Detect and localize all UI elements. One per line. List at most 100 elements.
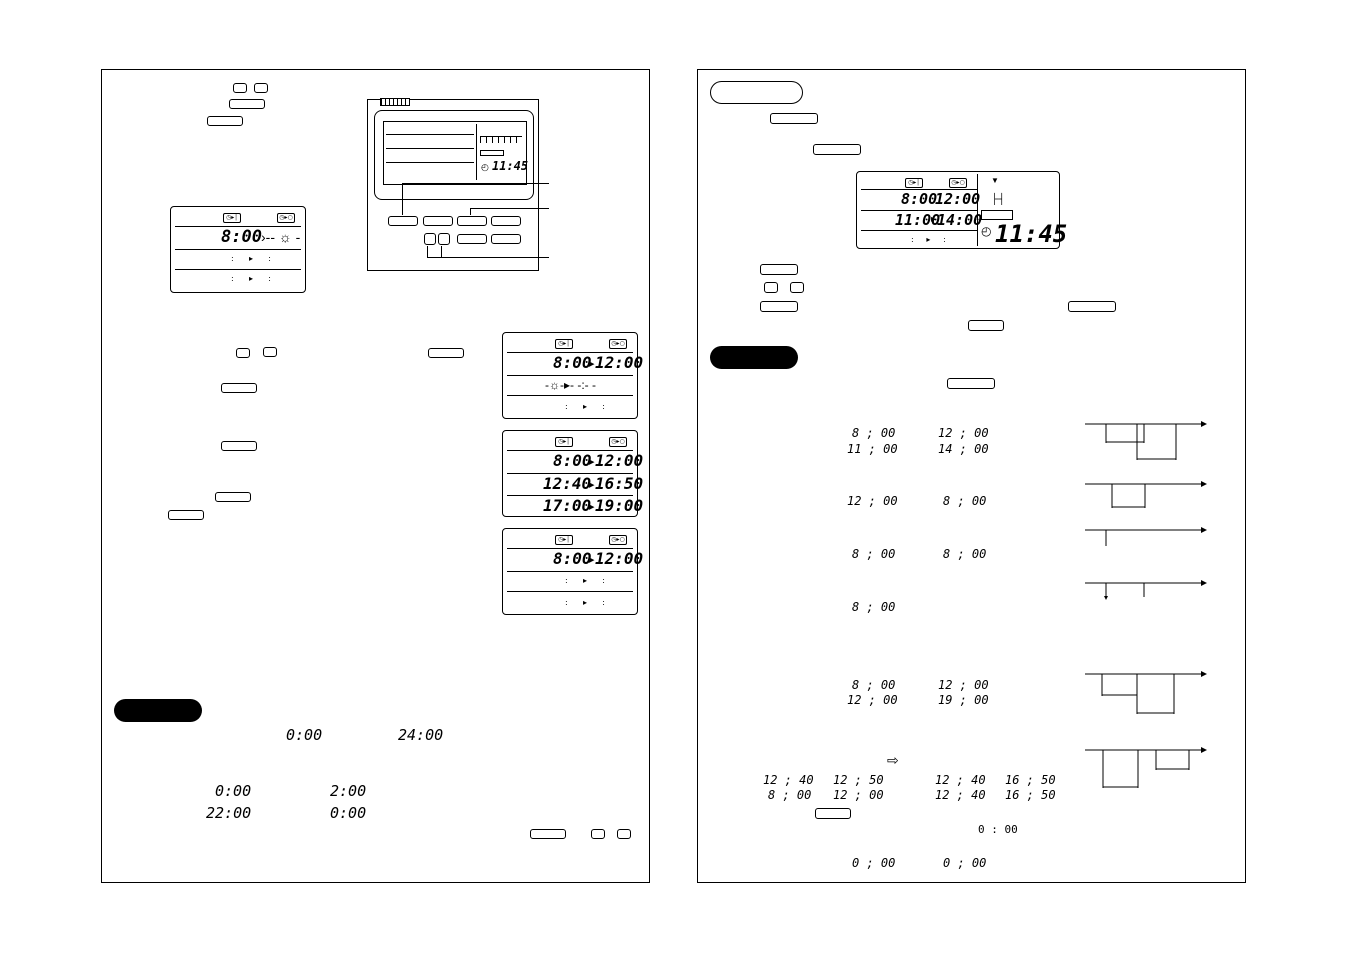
empty-row-3: : ▸ : [565,402,605,411]
blink-indicator: ›-- ☼ - [261,229,301,245]
ex4-timeline [1085,580,1207,600]
timer-key[interactable] [770,113,818,124]
set-key-6[interactable] [530,829,566,839]
row1-on: 8:00 [553,353,592,372]
remote-controller: 11:45 ◴ [367,98,539,271]
example-1-on: 0:00 [215,782,252,800]
set-key-r2[interactable] [760,264,798,275]
down-key[interactable] [254,83,268,93]
ex2-on: 12 ; 00 [847,494,898,508]
down-key-r[interactable] [790,282,804,293]
empty-row-3: : ▸ : [565,598,605,607]
set-key-3[interactable] [221,383,257,393]
range-end: 24:00 [398,726,444,744]
set-key-r1[interactable] [813,144,861,155]
ex7-off: 0 ; 00 [943,856,987,870]
ex6-a1: 12 ; 40 [763,773,814,787]
arrow-icon: ⇨ [887,752,899,768]
ex1-a-off: 12 ; 00 [938,426,989,440]
note-label [114,699,202,722]
remote-button-1[interactable] [388,216,418,226]
remote-lcd: 11:45 ◴ [383,121,529,185]
timer-display-c: ◷▸│ ◷▸○ 8:00 ▸ 12:00 12:40 ▸ 16:50 17:00… [502,430,643,517]
set-key-r3[interactable] [760,301,798,312]
row2-on: 11:00 [895,211,941,229]
remote-button-2[interactable] [423,216,453,226]
set-key-2[interactable] [428,348,464,358]
remote-clock: 11:45 [492,159,529,173]
blink-indicator: -☼-▸- -:- - [545,378,596,392]
main-clock: 11:45 [995,220,1068,248]
up-key-3[interactable] [591,829,605,839]
example-2-off: 0:00 [330,804,367,822]
ex6-b3: 12 ; 40 [935,788,986,802]
set-key-r4[interactable] [968,320,1004,331]
set-key-4[interactable] [221,441,257,451]
row2-off: 14:00 [937,211,983,229]
row2-off: 16:50 [595,474,644,493]
remote-button-4[interactable] [491,216,521,226]
ex7-on: 0 ; 00 [852,856,896,870]
off-timer-icon: ◷▸○ [609,437,627,447]
set-key[interactable] [229,99,265,109]
reset-value: 0 : 00 [978,823,1018,836]
timer-display-main: ◷▸│ ◷▸○ 8:00 12:00 11:00 ▸ 14:00 : ▸ : ▼… [856,171,1067,249]
on-timer-icon: ◷▸│ [223,213,241,223]
up-key-r[interactable] [764,282,778,293]
note-label [710,346,798,369]
ex3-timeline [1085,527,1207,546]
down-key-3[interactable] [617,829,631,839]
row1-off: 12:00 [595,451,644,470]
timer-display-a: ◷▸│ ◷▸○ 8:00 ›-- ☼ - : ▸ : : ▸ : [170,206,306,293]
remote-button-up[interactable] [424,233,436,245]
ex5-b-off: 19 ; 00 [938,693,989,707]
procedure-label [710,81,803,104]
remote-grille [380,98,410,106]
ex3-off: 8 ; 00 [943,547,987,561]
set-key-5[interactable] [215,492,251,502]
ex6-a4: 16 ; 50 [1005,773,1056,787]
right-page: ◷▸│ ◷▸○ 8:00 12:00 11:00 ▸ 14:00 : ▸ : ▼… [697,69,1246,883]
ex1-b-on: 11 ; 00 [847,442,898,456]
hour-bar [480,136,522,143]
timer-key-r2[interactable] [1068,301,1116,312]
on-timer-icon: ◷▸│ [555,535,573,545]
down-key-2[interactable] [263,347,277,357]
range-start: 0:00 [286,726,323,744]
timer-display-d: ◷▸│ ◷▸○ 8:00 ▸ 12:00 : ▸ : : ▸ : [502,528,643,615]
up-key[interactable] [233,83,247,93]
example-1-off: 2:00 [330,782,367,800]
remote-button-5[interactable] [457,234,487,244]
remote-screen: 11:45 ◴ [374,110,534,200]
remote-button-3[interactable] [457,216,487,226]
on-time-value: 8:00 [221,227,262,247]
set-key-r5[interactable] [815,808,851,819]
ex5-b-on: 12 ; 00 [847,693,898,707]
off-timer-icon: ◷▸○ [609,535,627,545]
up-key-2[interactable] [236,348,250,358]
ex1-timeline [1085,421,1207,460]
off-timer-icon: ◷▸○ [277,213,295,223]
empty-row-2: : ▸ : [565,576,605,585]
off-timer-icon: ◷▸○ [949,178,967,188]
timer-display-b: ◷▸│ ◷▸○ 8:00 ▸ 12:00 -☼-▸- -:- - : ▸ : [502,332,643,419]
timer-key-r3[interactable] [947,378,995,389]
remote-button-6[interactable] [491,234,521,244]
on-timer-icon: ◷▸│ [555,437,573,447]
remote-button-down[interactable] [438,233,450,245]
ex4-on: 8 ; 00 [852,600,896,614]
row3-on: 17:00 [543,496,592,515]
empty-row-3: : ▸ : [911,235,946,244]
on-timer-icon: ◷▸│ [555,339,573,349]
row1-on: 8:00 [553,549,592,568]
ex3-on: 8 ; 00 [852,547,896,561]
ex5-a-on: 8 ; 00 [852,678,896,692]
cancel-key[interactable] [207,116,243,126]
cancel-key-2[interactable] [168,510,204,520]
empty-row-3: : ▸ : [231,274,271,283]
on-timer-icon: ◷▸│ [905,178,923,188]
row1-off: 12:00 [935,190,981,208]
ex1-b-off: 14 ; 00 [938,442,989,456]
ex5-a-off: 12 ; 00 [938,678,989,692]
ex6-a2: 12 ; 50 [833,773,884,787]
